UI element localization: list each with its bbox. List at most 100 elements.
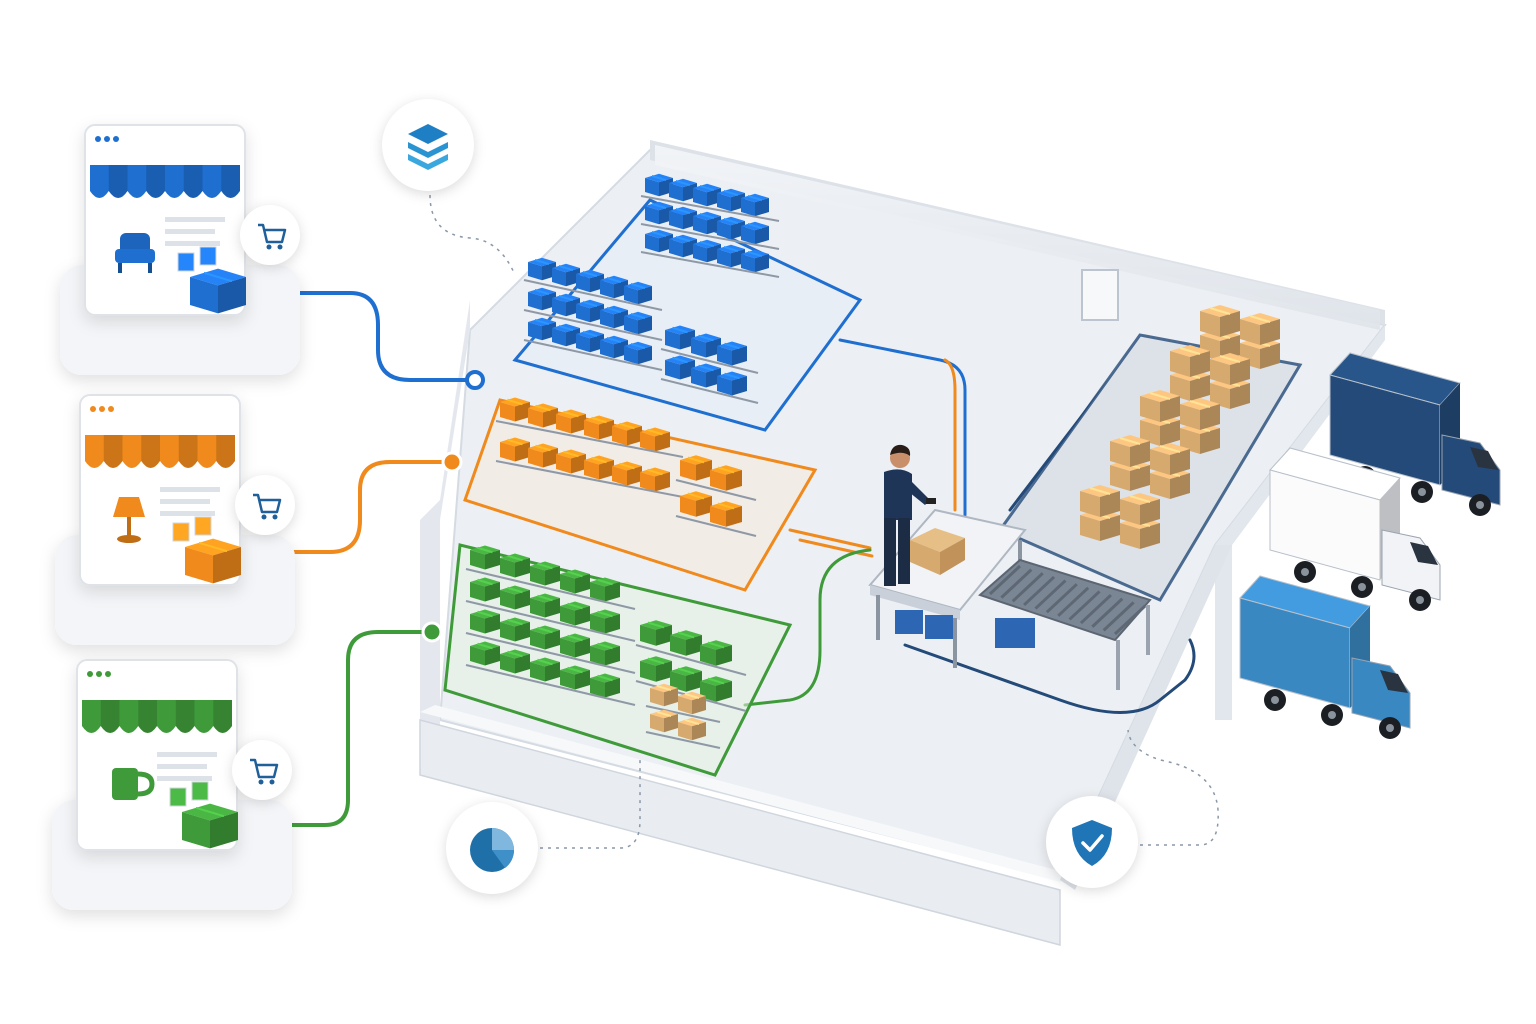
storage-box	[528, 403, 558, 428]
storage-box	[717, 188, 745, 212]
worker-legs	[898, 518, 910, 584]
roller	[1034, 579, 1067, 610]
orange-node	[441, 451, 463, 473]
package-right	[940, 538, 965, 575]
window-dot	[90, 406, 96, 412]
storage-box	[560, 601, 590, 626]
storage-box	[693, 183, 721, 207]
storage-box	[670, 666, 702, 692]
storage-box	[645, 201, 673, 225]
protection-badge	[1046, 796, 1138, 888]
rack-shelf	[465, 632, 636, 674]
blue-storage-zone	[512, 173, 863, 432]
roller	[988, 564, 1022, 596]
storage-box	[530, 593, 560, 618]
storage-box	[640, 427, 670, 452]
tote-bin	[995, 618, 1035, 648]
storage-box	[576, 269, 604, 293]
blue-route-to-station	[838, 338, 967, 517]
window-dot	[96, 671, 102, 677]
roller	[1113, 604, 1147, 636]
armchair-icon	[115, 233, 155, 273]
storage-box	[640, 620, 672, 646]
inventory-badge	[382, 99, 474, 191]
window-dot	[95, 136, 101, 142]
cardboard-box	[1210, 353, 1250, 385]
roller	[1011, 572, 1044, 603]
storage-box	[700, 640, 732, 666]
storage-box	[590, 641, 620, 666]
storage-box	[528, 317, 556, 341]
storage-box	[530, 561, 560, 586]
storage-box	[691, 363, 721, 388]
cardboard-box	[1110, 435, 1150, 467]
storage-box	[717, 244, 745, 268]
cardboard-stacks	[1080, 305, 1280, 549]
storage-box	[691, 333, 721, 358]
product-thumb	[191, 781, 209, 801]
roller	[1057, 586, 1090, 617]
storage-box	[590, 609, 620, 634]
roller	[1045, 583, 1078, 614]
back-door	[1081, 269, 1119, 321]
storage-box	[680, 455, 712, 481]
storage-box	[560, 633, 590, 658]
cardboard-box	[1140, 390, 1180, 422]
bin	[925, 615, 953, 639]
window-dot	[104, 136, 110, 142]
worker-arm	[904, 478, 930, 505]
product-thumb	[194, 516, 212, 536]
outbound-pallet-lane	[997, 305, 1303, 602]
rack-shelf	[645, 705, 721, 723]
storage-box	[600, 335, 628, 359]
orange-route-to-station	[788, 358, 957, 558]
storage-box	[530, 657, 560, 682]
storage-box	[741, 193, 769, 217]
package-box	[185, 538, 241, 584]
storage-box	[576, 329, 604, 353]
package-left	[910, 540, 940, 575]
rack-shelf	[675, 515, 757, 537]
barcode-scanner-icon	[926, 498, 936, 504]
product-thumb	[177, 252, 195, 272]
rack-shelf	[465, 600, 636, 642]
window-dot	[87, 671, 93, 677]
package-box	[182, 803, 238, 849]
right-wall	[1215, 325, 1385, 720]
storage-box	[576, 299, 604, 323]
storage-box	[624, 341, 652, 365]
rack-shelf	[675, 479, 757, 501]
inventory-connector	[429, 194, 516, 276]
orange-flow-line	[270, 460, 454, 554]
rack-shelf	[465, 664, 636, 706]
window-dot	[99, 406, 105, 412]
rack-shelf	[660, 348, 759, 374]
rack-shelf	[523, 309, 663, 341]
shield-check-icon	[1072, 820, 1112, 866]
storage-box	[560, 665, 590, 690]
storage-box	[528, 287, 556, 311]
packing-table-front	[870, 585, 960, 620]
storage-box	[500, 397, 530, 422]
storage-box	[470, 609, 500, 634]
green-node	[421, 621, 443, 643]
front-wall	[419, 719, 1061, 946]
conveyor-bed	[978, 558, 1152, 642]
rack-shelf	[635, 644, 747, 676]
storefront-green	[52, 659, 292, 910]
storage-box	[528, 443, 558, 468]
lamp-icon	[113, 497, 145, 543]
green-route-to-station	[743, 548, 872, 707]
cart-icon	[240, 205, 300, 265]
rack-shelf	[495, 460, 684, 498]
storefront-orange	[55, 394, 295, 645]
storage-box	[669, 206, 697, 230]
storage-box	[552, 263, 580, 287]
cardboard-box	[1120, 493, 1160, 525]
shop-awning	[85, 435, 235, 468]
analytics-badge	[446, 802, 538, 894]
storage-box	[717, 341, 747, 366]
storage-box	[500, 585, 530, 610]
storage-box	[670, 630, 702, 656]
